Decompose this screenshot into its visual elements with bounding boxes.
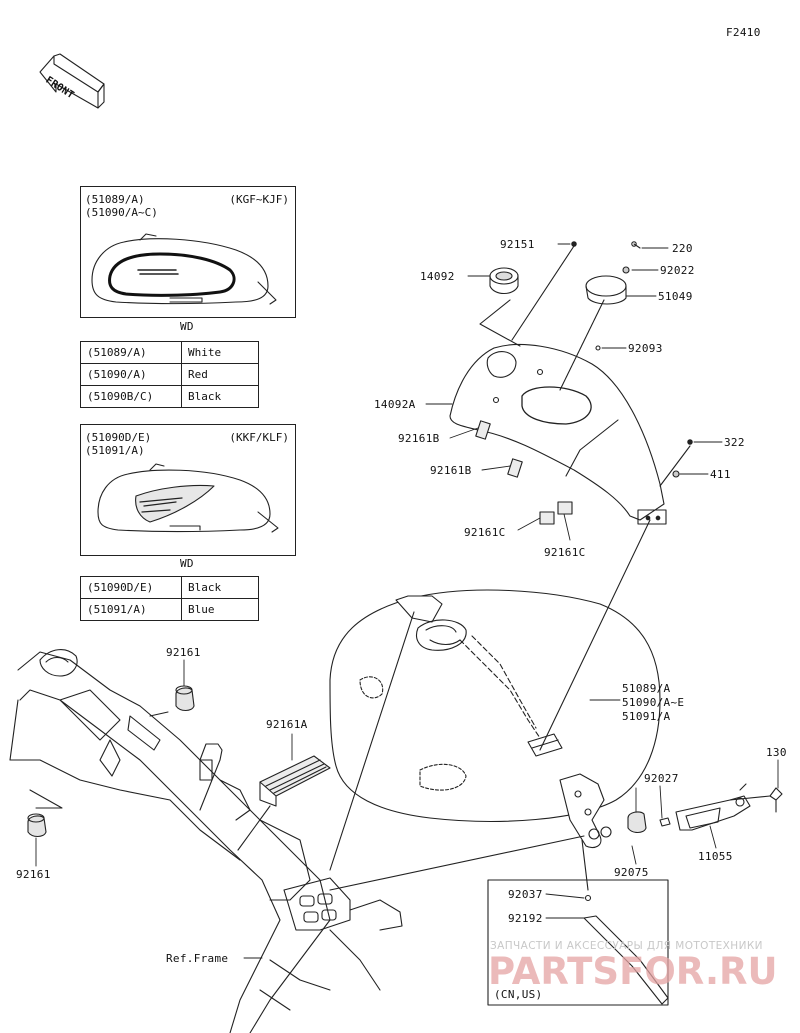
cn-us-subbox (487, 879, 669, 1006)
variant-1-model-1: (51089/A) (85, 193, 145, 206)
variant-2-color-table: (51090D/E) Black (51091/A) Blue (80, 576, 259, 621)
watermark-brand: PARTSFOR.RU (488, 950, 778, 993)
color-part: (51090B/C) (80, 385, 182, 408)
variant-2-decal-label: WD (180, 557, 194, 570)
callout-51049: 51049 (658, 290, 693, 303)
callout-tank-3: 51091/A (622, 710, 671, 723)
color-part: (51091/A) (80, 598, 182, 621)
variant-1-model-2: (51090/A~C) (85, 206, 158, 219)
callout-14092A: 14092A (374, 398, 416, 411)
callout-92037: 92037 (508, 888, 543, 901)
ref-frame-label: Ref.Frame (166, 952, 229, 965)
callout-92027: 92027 (644, 772, 679, 785)
bracket-assembly-drawing (627, 783, 783, 834)
variant-2-model-2: (51091/A) (85, 444, 145, 457)
callout-411: 411 (710, 468, 731, 481)
color-part: (51090/A) (80, 363, 182, 386)
callout-220: 220 (672, 242, 693, 255)
callout-92192: 92192 (508, 912, 543, 925)
callout-92022: 92022 (660, 264, 695, 277)
variant-1-region: (KGF~KJF) (229, 193, 289, 206)
color-name: Blue (181, 598, 259, 621)
callout-92161C-2: 92161C (544, 546, 586, 559)
table-row: (51090B/C) Black (80, 385, 259, 408)
color-name: Black (181, 576, 259, 599)
callout-92075: 92075 (614, 866, 649, 879)
color-name: White (181, 341, 259, 364)
callout-322: 322 (724, 436, 745, 449)
table-row: (51091/A) Blue (80, 598, 259, 621)
figure-code: F2410 (726, 26, 761, 39)
callout-92151: 92151 (500, 238, 535, 251)
tank-cover-14092A (449, 343, 667, 525)
rubber-damper-92161-upper (149, 685, 195, 717)
watermark-subtitle: ЗАПЧАСТИ И АКСЕССУАРЫ ДЛЯ МОТОТЕХНИКИ (490, 940, 763, 952)
color-name: Black (181, 385, 259, 408)
callout-130: 130 (766, 746, 787, 759)
callout-92161-upper: 92161 (166, 646, 201, 659)
callout-11055: 11055 (698, 850, 733, 863)
hardware-small-parts (475, 241, 693, 525)
variant-box-2: (51090D/E) (51091/A) (KKF/KLF) (80, 424, 296, 556)
color-part: (51089/A) (80, 341, 182, 364)
callout-tank-1: 51089/A (622, 682, 671, 695)
fuel-tank-drawing (329, 519, 661, 891)
callout-92161B-2: 92161B (430, 464, 472, 477)
table-row: (51089/A) White (80, 341, 259, 364)
callout-92161A: 92161A (266, 718, 308, 731)
cap-cover-51049 (559, 275, 627, 391)
variant-2-model-1: (51090D/E) (85, 431, 152, 444)
table-row: (51090/A) Red (80, 363, 259, 386)
variant-2-region: (KKF/KLF) (229, 431, 289, 444)
frame-drawing (9, 649, 403, 1033)
leader-lines (35, 243, 779, 959)
market-note: (CN,US) (494, 988, 543, 1001)
callout-92093: 92093 (628, 342, 663, 355)
table-row: (51090D/E) Black (80, 576, 259, 599)
tank-decal-sketch-1 (91, 233, 277, 305)
variant-1-decal-label: WD (180, 320, 194, 333)
callout-14092: 14092 (420, 270, 455, 283)
variant-box-1: (51089/A) (51090/A~C) (KGF~KJF) (80, 186, 296, 318)
color-name: Red (181, 363, 259, 386)
variant-1-color-table: (51089/A) White (51090/A) Red (51090B/C)… (80, 341, 259, 408)
callout-tank-2: 51090/A~E (622, 696, 685, 709)
rubber-damper-92161-lower (27, 789, 63, 838)
color-part: (51090D/E) (80, 576, 182, 599)
front-arrow-icon (39, 53, 105, 109)
tank-decal-sketch-2 (97, 463, 279, 533)
callout-92161-lower: 92161 (16, 868, 51, 881)
rubber-pad-92161A (237, 755, 331, 851)
callout-92161B-1: 92161B (398, 432, 440, 445)
callout-92161C-1: 92161C (464, 526, 506, 539)
fuel-cap-14092 (479, 267, 521, 347)
